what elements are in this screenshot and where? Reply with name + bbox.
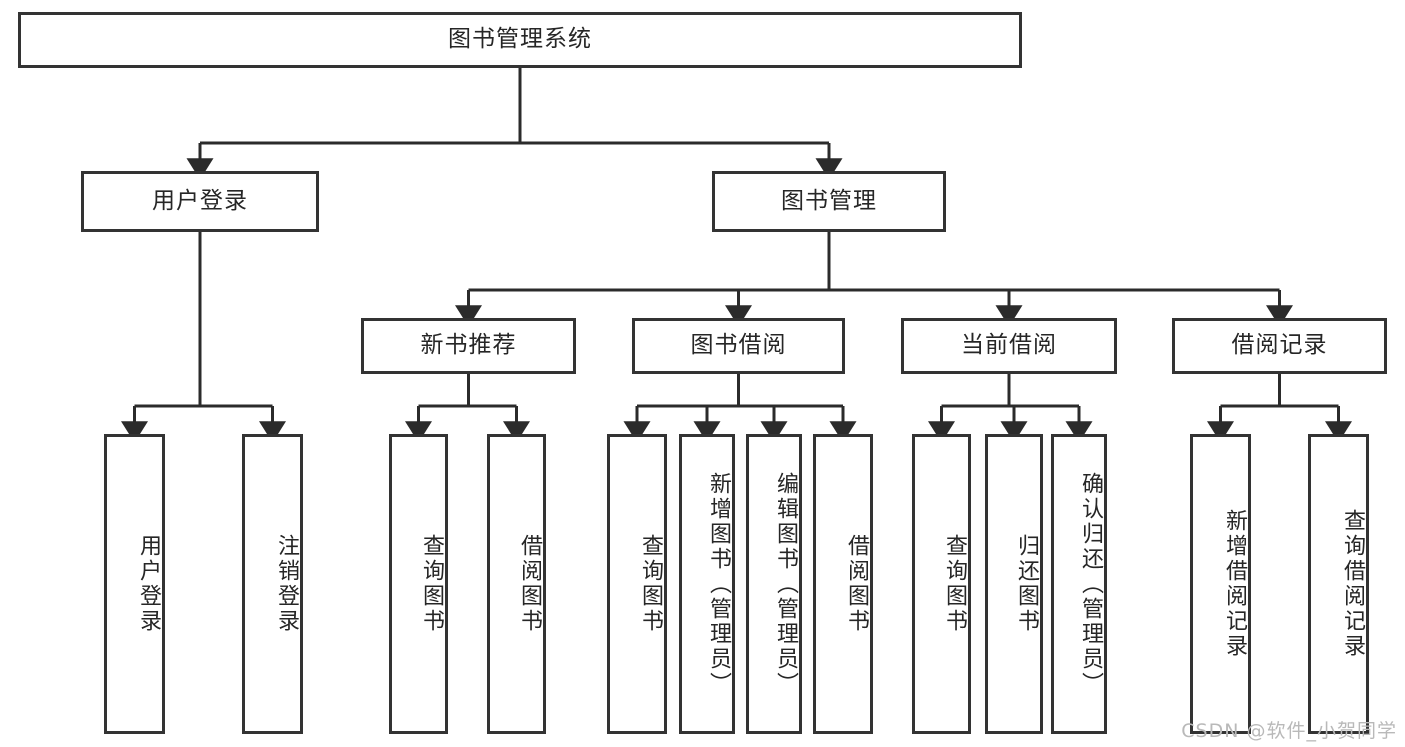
- node-leaf-user-logout[interactable]: 注销登录: [242, 434, 303, 734]
- node-label: 借阅记录: [1231, 332, 1328, 359]
- node-label: 注销登录: [274, 534, 299, 634]
- node-label: 编辑图书（管理员）: [773, 471, 798, 697]
- node-bookmgmt[interactable]: 图书管理: [712, 171, 946, 232]
- node-leaf-c-return[interactable]: 归还图书: [985, 434, 1043, 734]
- node-current[interactable]: 当前借阅: [901, 318, 1117, 374]
- node-leaf-c-confirm[interactable]: 确认归还（管理员）: [1051, 434, 1107, 734]
- node-leaf-b-borrow[interactable]: 借阅图书: [813, 434, 873, 734]
- node-label: 用户登录: [136, 534, 161, 634]
- node-label: 查询借阅记录: [1340, 509, 1365, 659]
- node-root[interactable]: 图书管理系统: [18, 12, 1022, 68]
- node-label: 当前借阅: [961, 332, 1057, 359]
- node-label: 查询图书: [942, 534, 967, 634]
- node-borrow[interactable]: 图书借阅: [632, 318, 845, 374]
- node-newbook[interactable]: 新书推荐: [361, 318, 576, 374]
- node-login[interactable]: 用户登录: [81, 171, 319, 232]
- node-label: 图书管理系统: [448, 26, 592, 53]
- node-label: 借阅图书: [517, 534, 542, 634]
- node-label: 用户登录: [152, 187, 248, 214]
- node-leaf-new-borrow[interactable]: 借阅图书: [487, 434, 546, 734]
- node-leaf-b-edit[interactable]: 编辑图书（管理员）: [746, 434, 802, 734]
- csdn-watermark: CSDN @软件_小贺同学: [1181, 720, 1397, 742]
- node-leaf-r-add[interactable]: 新增借阅记录: [1190, 434, 1251, 734]
- node-label: 新书推荐: [420, 332, 517, 359]
- node-label: 图书管理: [781, 187, 877, 214]
- node-label: 新增借阅记录: [1222, 509, 1247, 659]
- node-label: 查询图书: [419, 534, 444, 634]
- node-label: 借阅图书: [844, 534, 869, 634]
- node-leaf-c-query[interactable]: 查询图书: [912, 434, 971, 734]
- node-label: 新增图书（管理员）: [706, 471, 731, 697]
- node-leaf-r-query[interactable]: 查询借阅记录: [1308, 434, 1369, 734]
- node-leaf-new-query[interactable]: 查询图书: [389, 434, 448, 734]
- node-leaf-b-add[interactable]: 新增图书（管理员）: [679, 434, 735, 734]
- node-leaf-user-login[interactable]: 用户登录: [104, 434, 165, 734]
- node-label: 图书借阅: [690, 332, 787, 359]
- node-label: 归还图书: [1014, 534, 1039, 634]
- node-records[interactable]: 借阅记录: [1172, 318, 1387, 374]
- node-label: 确认归还（管理员）: [1078, 471, 1103, 697]
- node-leaf-b-query[interactable]: 查询图书: [607, 434, 667, 734]
- node-label: 查询图书: [638, 534, 663, 634]
